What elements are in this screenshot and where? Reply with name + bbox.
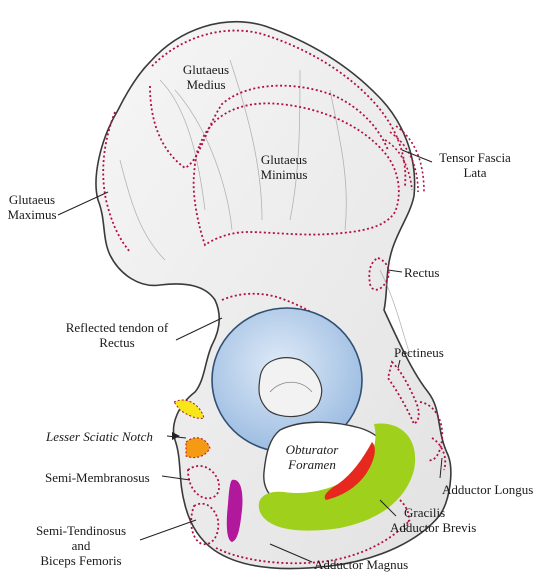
label-adductor-magnus: Adductor Magnus [314, 557, 409, 572]
label-obturator-foramen-line2: Foramen [288, 457, 336, 472]
label-glutaeus-minimus-line2: Minimus [260, 167, 308, 182]
label-gracilis: Gracilis [404, 505, 446, 520]
rectus-attachment [368, 257, 390, 291]
label-tensor-fascia-lata-line1: Tensor Fascia [439, 150, 511, 165]
label-glutaeus-minimus-line1: Glutaeus [260, 152, 308, 167]
acetabulum [211, 307, 363, 453]
label-glutaeus-medius-line2: Medius [186, 77, 226, 92]
semi-membranosus-attachment [187, 465, 220, 500]
label-glutaeus-medius-line1: Glutaeus [182, 62, 230, 77]
label-obturator-foramen: Obturator Foramen [280, 442, 344, 472]
label-lesser-sciatic-notch: Lesser Sciatic Notch [46, 429, 153, 444]
label-glutaeus-medius: Glutaeus Medius [176, 62, 236, 92]
label-semi-tendinosus-line1: Semi-Tendinosus [35, 523, 127, 538]
lesser-sciatic-arrow [172, 432, 180, 440]
lesser-sciatic-notch-orange [185, 437, 211, 459]
label-reflected-tendon-line2: Rectus [99, 335, 135, 350]
semi-tendinosus-attachment [226, 479, 243, 542]
adductor-magnus-attachment [258, 423, 416, 531]
label-tensor-fascia-lata: Tensor Fascia Lata [432, 150, 518, 180]
semi-tendinosus-biceps-attachment [190, 502, 220, 546]
label-tensor-fascia-lata-line2: Lata [463, 165, 487, 180]
label-rectus: Rectus [404, 265, 440, 280]
label-reflected-tendon: Reflected tendon of Rectus [56, 320, 178, 350]
label-glutaeus-maximus-line2: Maximus [7, 207, 57, 222]
label-reflected-tendon-line1: Reflected tendon of [65, 320, 169, 335]
label-pectineus: Pectineus [394, 345, 444, 360]
adductor-magnus-outline [215, 519, 411, 565]
label-glutaeus-minimus: Glutaeus Minimus [252, 152, 316, 182]
label-obturator-foramen-line1: Obturator [285, 442, 339, 457]
label-adductor-brevis: Adductor Brevis [390, 520, 477, 535]
label-glutaeus-maximus-line1: Glutaeus [8, 192, 56, 207]
lesser-sciatic-notch-yellow [173, 399, 205, 419]
leader-lines [57, 149, 443, 563]
label-glutaeus-maximus: Glutaeus Maximus [0, 192, 64, 222]
label-semi-tendinosus-line3: Biceps Femoris [40, 553, 122, 568]
bone-texture [119, 59, 411, 356]
label-adductor-longus: Adductor Longus [442, 482, 534, 497]
tensor-fascia-lata-attachment [384, 125, 425, 193]
glutaeus-medius-attachment [151, 29, 407, 187]
label-semi-tendinosus-line2: and [71, 538, 91, 553]
label-semi-membranosus: Semi-Membranosus [45, 470, 150, 485]
label-semi-tendinosus: Semi-Tendinosus and Biceps Femoris [26, 523, 136, 568]
pectineus-attachment [387, 360, 420, 426]
gracilis-attachment [324, 442, 375, 500]
reflected-tendon-attachment [221, 292, 331, 326]
glutaeus-medius-inner-line [149, 84, 389, 170]
adductor-longus-brevis-attachment [399, 401, 447, 531]
glutaeus-maximus-attachment [102, 111, 131, 253]
